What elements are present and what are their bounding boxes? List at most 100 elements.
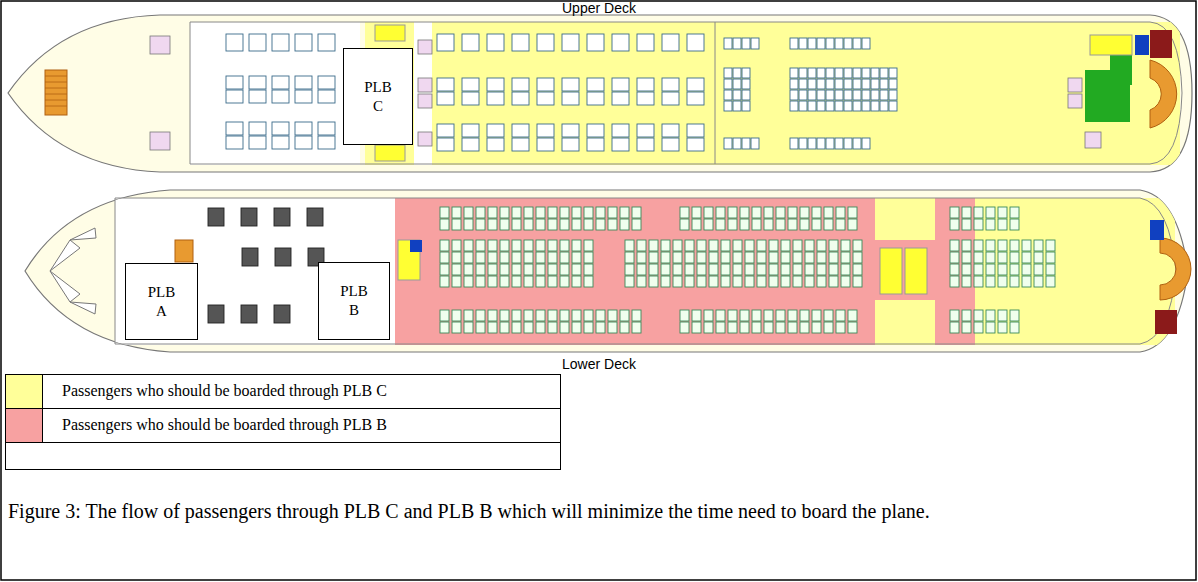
seat xyxy=(1046,240,1055,251)
seat xyxy=(512,207,521,218)
seat xyxy=(776,310,785,321)
seat xyxy=(587,34,604,51)
seat xyxy=(584,219,593,230)
seat xyxy=(637,78,654,91)
seat xyxy=(826,101,834,111)
seat xyxy=(680,207,689,218)
seat xyxy=(950,310,959,321)
seat xyxy=(637,252,646,263)
seat xyxy=(692,322,701,333)
seat xyxy=(826,79,834,89)
seat xyxy=(596,207,605,218)
bridge-label: PLB A xyxy=(145,283,178,321)
lower-zones xyxy=(115,198,1175,345)
seat xyxy=(880,101,888,111)
seat xyxy=(962,207,971,218)
seat xyxy=(790,90,798,100)
seat xyxy=(487,92,504,105)
seat xyxy=(728,207,737,218)
seat xyxy=(572,252,581,263)
seat xyxy=(962,322,971,333)
seat xyxy=(437,34,454,51)
seat xyxy=(788,207,797,218)
seat xyxy=(805,264,814,275)
seat xyxy=(751,138,759,149)
seat xyxy=(793,252,802,263)
seat xyxy=(733,90,741,100)
seat xyxy=(632,219,641,230)
seat xyxy=(649,276,658,287)
upper-fuselage xyxy=(8,15,1192,172)
seat xyxy=(836,310,845,321)
seat xyxy=(612,34,629,51)
seat xyxy=(548,276,557,287)
seat xyxy=(685,240,694,251)
seat xyxy=(752,322,761,333)
seat xyxy=(1010,240,1019,251)
seat xyxy=(841,276,850,287)
seat xyxy=(769,240,778,251)
seat xyxy=(274,305,290,323)
seat xyxy=(572,219,581,230)
seat xyxy=(560,219,569,230)
seat xyxy=(437,92,454,105)
seat xyxy=(241,208,257,226)
seat xyxy=(274,208,290,226)
seat xyxy=(524,264,533,275)
seat xyxy=(548,322,557,333)
seat xyxy=(733,79,741,89)
seat xyxy=(673,264,682,275)
seat xyxy=(476,276,485,287)
boarding-bridge-box: PLB A xyxy=(125,263,198,340)
seat xyxy=(662,92,679,105)
seat xyxy=(709,276,718,287)
seat xyxy=(724,90,732,100)
seat xyxy=(608,322,617,333)
seat xyxy=(536,264,545,275)
seat xyxy=(560,310,569,321)
seat xyxy=(829,252,838,263)
seat xyxy=(724,101,732,111)
seat xyxy=(487,78,504,91)
seat xyxy=(560,276,569,287)
seat xyxy=(817,101,825,111)
seat xyxy=(249,136,266,149)
seat xyxy=(687,138,704,151)
seat xyxy=(998,322,1007,333)
seat xyxy=(440,264,449,275)
legend-swatch xyxy=(6,375,43,408)
seat xyxy=(440,252,449,263)
seat xyxy=(757,276,766,287)
seat xyxy=(1022,240,1031,251)
seat xyxy=(572,264,581,275)
seat xyxy=(1010,276,1019,287)
seat xyxy=(512,310,521,321)
seat xyxy=(476,322,485,333)
seat xyxy=(318,136,335,149)
seat xyxy=(226,90,243,103)
seat xyxy=(673,252,682,263)
seat xyxy=(452,219,461,230)
seat xyxy=(584,264,593,275)
seat xyxy=(824,219,833,230)
seat xyxy=(805,252,814,263)
seat xyxy=(829,240,838,251)
seat xyxy=(1022,276,1031,287)
seat xyxy=(835,79,843,89)
seat xyxy=(488,219,497,230)
seat xyxy=(790,68,798,78)
seat xyxy=(208,305,224,323)
seat xyxy=(962,264,971,275)
seat xyxy=(764,310,773,321)
seat xyxy=(844,38,852,49)
seat xyxy=(704,310,713,321)
seat xyxy=(817,264,826,275)
seat xyxy=(862,79,870,89)
seat xyxy=(844,90,852,100)
seat xyxy=(462,124,479,137)
seat xyxy=(790,101,798,111)
seat xyxy=(800,207,809,218)
seat xyxy=(226,76,243,89)
seat xyxy=(608,207,617,218)
seat xyxy=(637,264,646,275)
